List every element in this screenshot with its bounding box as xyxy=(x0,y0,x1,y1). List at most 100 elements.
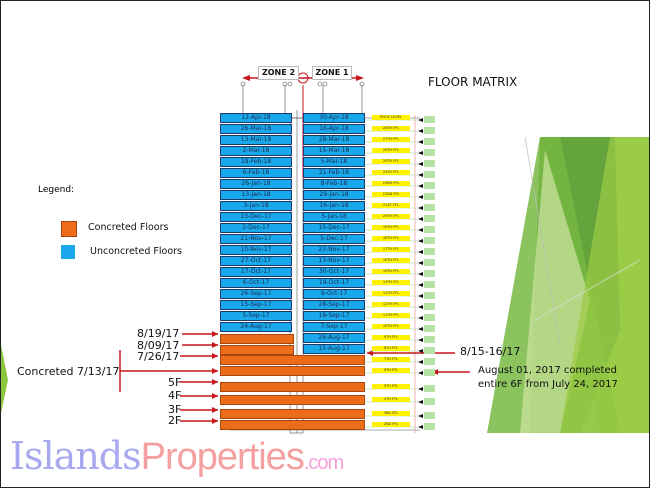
floor-level-label: 2ND FFL xyxy=(372,422,410,427)
floor-level-label: 27TH FFL xyxy=(372,137,410,142)
zone1-floor-box: 30-Oct-17 xyxy=(303,267,365,277)
elevation-tag xyxy=(424,292,435,299)
slide-title: FLOOR MATRIX xyxy=(428,75,518,89)
elevation-tag xyxy=(424,149,435,156)
zone1-floor-box: 23-Nov-17 xyxy=(303,245,365,255)
elevation-tag xyxy=(424,412,435,419)
zone2-floor-box: 2-Mar-18 xyxy=(220,146,292,156)
arrowhead-icon xyxy=(212,353,218,359)
floor-level-label: 11TH FFL xyxy=(372,313,410,318)
zone2-floor-box: 13-Mar-18 xyxy=(220,135,292,145)
floor-level-label: 20TH FFL xyxy=(372,214,410,219)
zone2-floor-box: 26-Jan-18 xyxy=(220,179,292,189)
elevation-tag xyxy=(424,226,435,233)
floor-marker-icon xyxy=(418,118,423,122)
elevation-tag xyxy=(424,160,435,167)
zone1-floor-box: 16-Apr-18 xyxy=(303,124,365,134)
floor-marker-icon xyxy=(418,387,423,391)
zone1-floor-box: 19-Oct-17 xyxy=(303,278,365,288)
callout-6f-note: August 01, 2017 completed entire 6F from… xyxy=(478,365,618,390)
zone1-floor-box: 28-Sep-17 xyxy=(303,300,365,310)
zone1-floor-box: 26-Aug-17 xyxy=(303,333,365,343)
floor-level-label: 15TH FFL xyxy=(372,269,410,274)
elevation-tag xyxy=(424,358,435,365)
elevation-tag xyxy=(424,303,435,310)
floor-marker-icon xyxy=(418,184,423,188)
floor-level-label: 18TH FFL xyxy=(372,236,410,241)
floor-marker-icon xyxy=(418,349,423,353)
elevation-tag xyxy=(424,423,435,430)
floor-marker-icon xyxy=(418,140,423,144)
callout-7-26-17: 7/26/17 xyxy=(137,350,180,363)
zone2-floor-box: 10-Nov-17 xyxy=(220,245,292,255)
floor-level-label: 10TH FFL xyxy=(372,324,410,329)
floor-marker-icon xyxy=(418,250,423,254)
arrowhead-icon xyxy=(212,379,218,385)
callout-3f: 3F xyxy=(168,403,182,416)
floor-marker-icon xyxy=(418,261,423,265)
zone1-floor-box: 13-Nov-17 xyxy=(303,256,365,266)
zone1-floor-box: 16-Jan-18 xyxy=(303,201,365,211)
zone1-floor-box: 30-Apr-18 xyxy=(303,113,365,123)
floor-marker-icon xyxy=(418,360,423,364)
zone2-floor-box: 15-Sep-17 xyxy=(220,300,292,310)
zone1-floor-box: 8-Feb-18 xyxy=(303,179,365,189)
zone1-floor-box: 15-Aug-17 xyxy=(303,344,365,354)
elevation-tag xyxy=(424,237,435,244)
zone2-floor-box: 12-Apr-18 xyxy=(220,113,292,123)
concreted-floor-full xyxy=(220,420,365,430)
elevation-tag xyxy=(424,193,435,200)
zone2-floor-box: 27-Oct-17 xyxy=(220,256,292,266)
floor-marker-icon xyxy=(418,151,423,155)
zone1-floor-box: 15-Dec-17 xyxy=(303,223,365,233)
zone2-floor-box: 21-Nov-17 xyxy=(220,234,292,244)
legend-label-concreted: Concreted Floors xyxy=(88,222,169,233)
concreted-floor-full xyxy=(220,409,365,419)
concreted-floor-full xyxy=(220,355,365,365)
zone1-floor-box: 7-Sep-17 xyxy=(303,322,365,332)
zone2-floor-box: 6-Oct-17 xyxy=(220,278,292,288)
elevation-tag xyxy=(424,398,435,405)
floor-level-label: 26TH FFL xyxy=(372,148,410,153)
floor-marker-icon xyxy=(418,272,423,276)
callout-8-19-17: 8/19/17 xyxy=(137,327,180,340)
floor-marker-icon xyxy=(418,316,423,320)
concreted-floor-full xyxy=(220,366,365,376)
arrowhead-icon xyxy=(212,342,218,348)
floor-level-label: 16TH FFL xyxy=(372,258,410,263)
zone2-floor-box: 13-Dec-17 xyxy=(220,212,292,222)
zone1-floor-box: 5-Mar-18 xyxy=(303,157,365,167)
callout-8-15-16-17: 8/15-16/17 xyxy=(460,345,521,358)
floor-marker-icon xyxy=(418,206,423,210)
floor-marker-icon xyxy=(418,305,423,309)
floor-marker-icon xyxy=(418,327,423,331)
floor-level-label: 28TH FFL xyxy=(372,126,410,131)
elevation-tag xyxy=(424,314,435,321)
floor-marker-icon xyxy=(418,371,423,375)
zone-2-label: ZONE 2 xyxy=(258,66,299,80)
zone-1-label: ZONE 1 xyxy=(312,66,352,80)
elevation-tag xyxy=(424,182,435,189)
elevation-tag xyxy=(424,127,435,134)
floor-level-label: 8TH FFL xyxy=(372,346,410,351)
floor-level-label: 12TH FFL xyxy=(372,302,410,307)
elevation-tag xyxy=(424,116,435,123)
callout-8-09-17: 8/09/17 xyxy=(137,339,180,352)
zone2-floor-box: 17-Oct-17 xyxy=(220,267,292,277)
arrowhead-icon xyxy=(212,407,218,413)
arrowhead-icon xyxy=(212,418,218,424)
floor-marker-icon xyxy=(418,294,423,298)
floor-marker-icon xyxy=(418,217,423,221)
zone2-floor-box: 13-Jan-18 xyxy=(220,190,292,200)
zone1-floor-box: 18-Sep-17 xyxy=(303,311,365,321)
concreted-floor-full xyxy=(220,382,365,392)
elevation-tag xyxy=(424,248,435,255)
elevation-tag xyxy=(424,270,435,277)
floor-marker-icon xyxy=(418,239,423,243)
elevation-tag xyxy=(424,171,435,178)
legend-title: Legend: xyxy=(38,185,75,195)
floor-level-label: 25TH FFL xyxy=(372,159,410,164)
arrowhead-icon xyxy=(212,393,218,399)
callout-4f: 4F xyxy=(168,389,182,402)
